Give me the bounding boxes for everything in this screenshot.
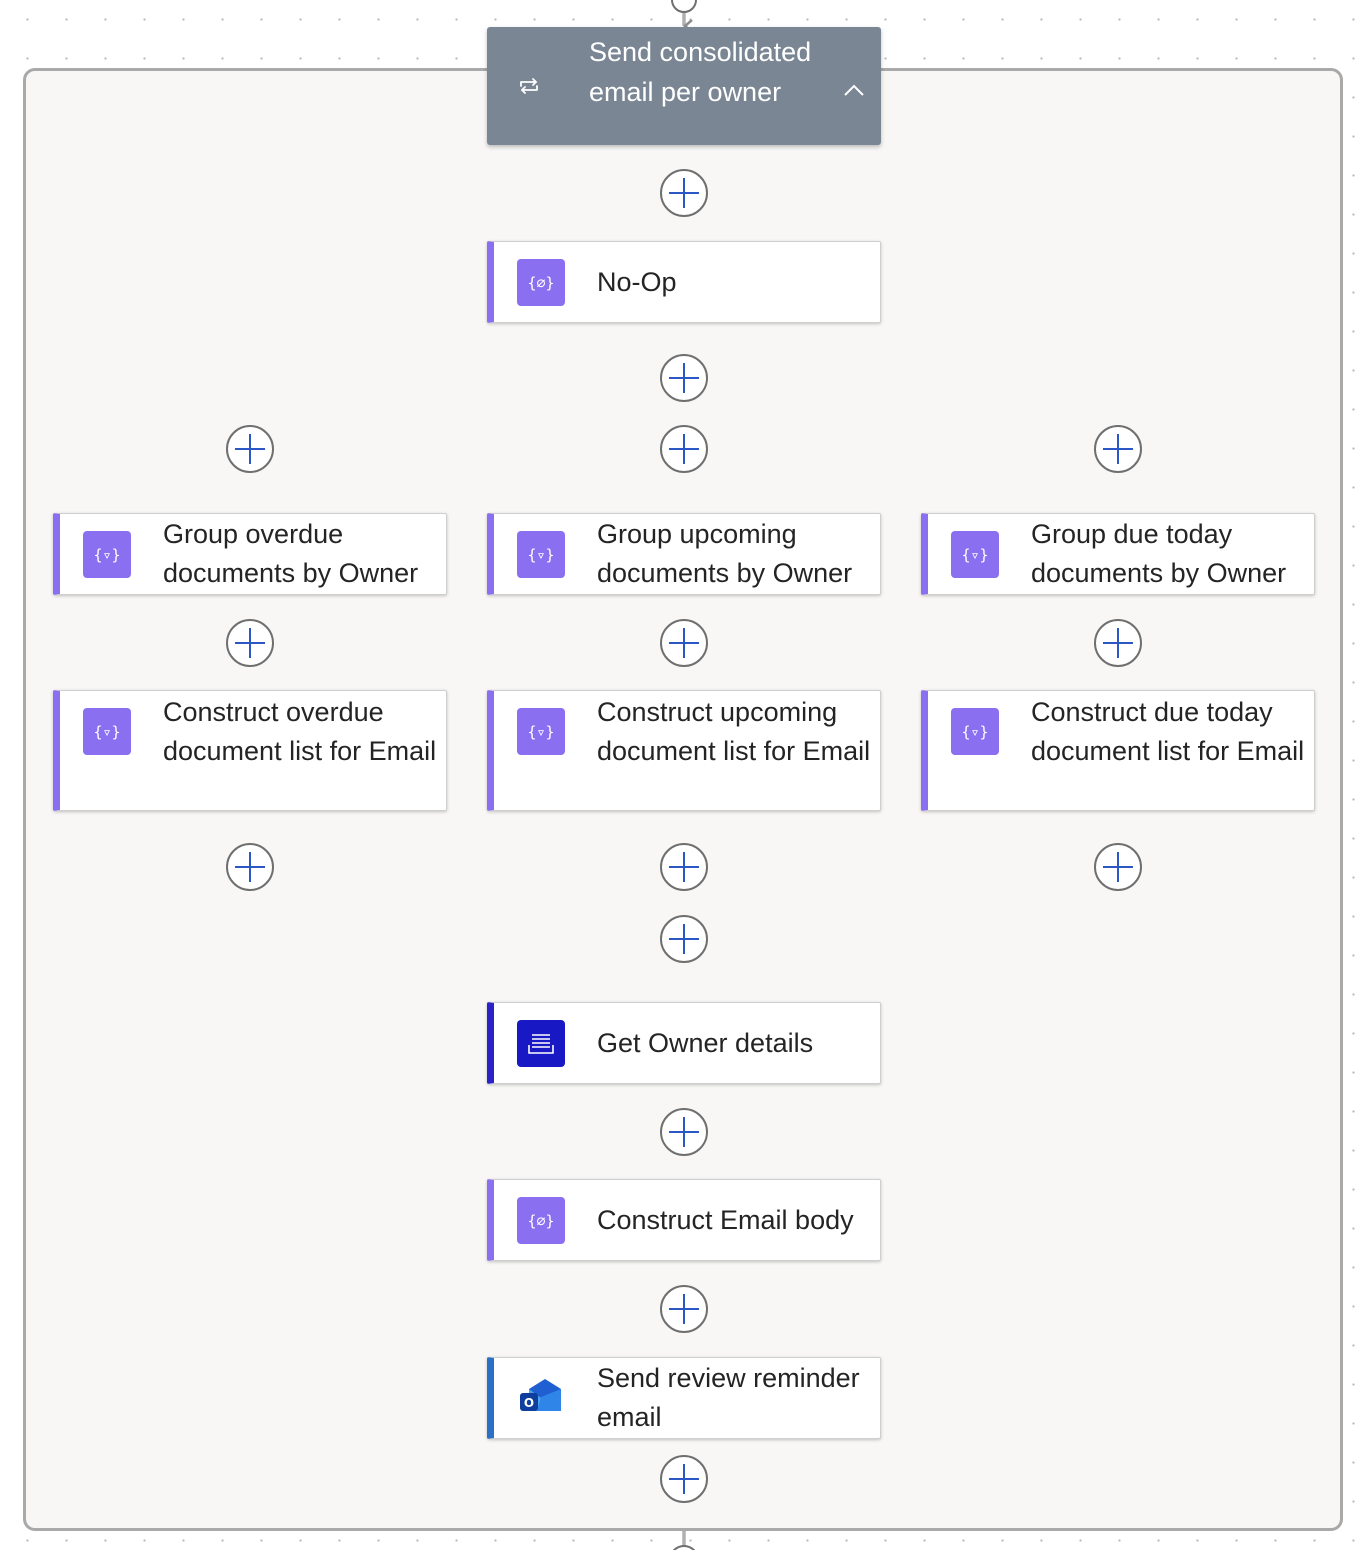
add-step-button[interactable] [660,1108,708,1156]
action-label: Send review reminder email [597,1363,860,1432]
add-step-button[interactable] [226,619,274,667]
add-step-button[interactable] [660,1285,708,1333]
compose-icon: {⌀} [517,1197,565,1244]
action-send-review-reminder-email[interactable]: O Send review reminder email [487,1357,881,1439]
action-group-overdue[interactable]: {▿} Group overdue documents by Owner [53,513,447,595]
scope-header[interactable]: Send consolidated email per owner [487,27,881,145]
filter-array-icon: {▿} [517,708,565,755]
add-step-button[interactable] [660,843,708,891]
action-label: Group overdue documents by Owner [163,519,419,588]
filter-array-icon: {▿} [517,531,565,578]
add-step-button[interactable] [660,1455,708,1503]
filter-array-icon: {▿} [83,531,131,578]
action-no-op[interactable]: {⌀} No-Op [487,241,881,323]
outlook-icon: O [517,1375,565,1422]
add-step-button[interactable] [1094,425,1142,473]
action-label: Construct Email body [597,1204,854,1235]
action-label: Construct due today document list for Em… [1031,697,1305,766]
action-label: Group upcoming documents by Owner [597,519,853,588]
action-construct-email-body[interactable]: {⌀} Construct Email body [487,1179,881,1261]
action-construct-due-today[interactable]: {▿} Construct due today document list fo… [921,690,1315,811]
add-step-button[interactable] [226,425,274,473]
add-step-button[interactable] [660,915,708,963]
action-label: Construct upcoming document list for Ema… [597,697,871,766]
filter-array-icon: {▿} [951,708,999,755]
add-step-button[interactable] [660,169,708,217]
action-construct-overdue[interactable]: {▿} Construct overdue document list for … [53,690,447,811]
filter-array-icon: {▿} [951,531,999,578]
action-group-due-today[interactable]: {▿} Group due today documents by Owner [921,513,1315,595]
action-construct-upcoming[interactable]: {▿} Construct upcoming document list for… [487,690,881,811]
add-step-button[interactable] [660,425,708,473]
scope-title: Send consolidated email per owner [589,37,812,107]
add-step-button[interactable] [1094,843,1142,891]
add-step-button[interactable] [660,619,708,667]
add-step-button[interactable] [660,354,708,402]
filter-array-icon: {▿} [83,708,131,755]
add-step-button[interactable] [1094,619,1142,667]
action-group-upcoming[interactable]: {▿} Group upcoming documents by Owner [487,513,881,595]
action-label: No-Op [597,266,677,297]
compose-icon: {⌀} [517,259,565,306]
svg-text:O: O [524,1396,534,1410]
loop-arrows-icon [520,78,538,94]
action-get-owner-details[interactable]: Get Owner details [487,1002,881,1084]
action-label: Construct overdue document list for Emai… [163,697,437,766]
add-step-button[interactable] [226,843,274,891]
dataverse-icon [517,1020,565,1067]
chevron-up-icon[interactable] [843,83,865,97]
action-label: Get Owner details [597,1027,814,1058]
action-label: Group due today documents by Owner [1031,519,1287,588]
